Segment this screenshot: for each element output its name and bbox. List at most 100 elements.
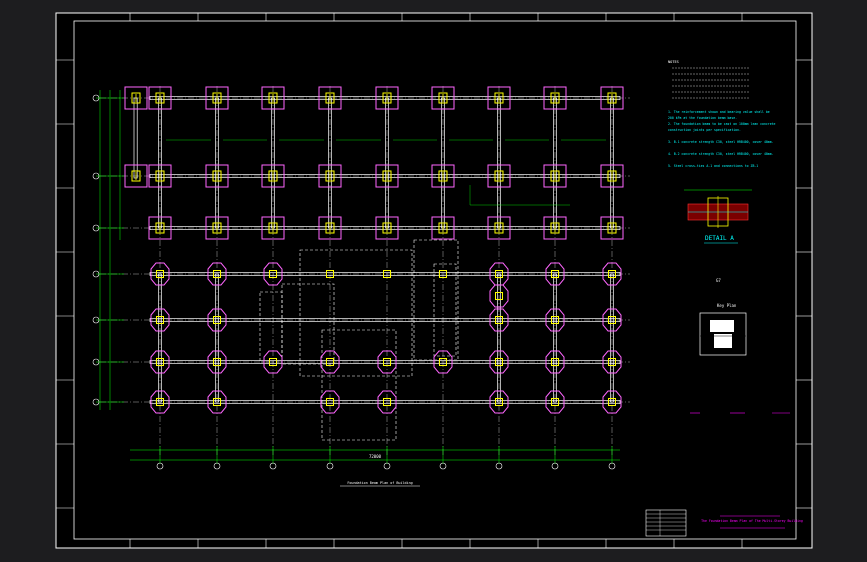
dashed-outline-group [259, 239, 459, 441]
grid-bubble [92, 94, 100, 102]
square-footing [318, 216, 342, 240]
column [269, 358, 277, 366]
square-footing [124, 86, 148, 110]
grid-bubble [269, 462, 277, 470]
column [156, 398, 164, 406]
octagonal-footing [489, 308, 509, 332]
column [326, 358, 334, 366]
beam-horizontal [149, 318, 621, 322]
beam-horizontal [149, 226, 621, 230]
octagonal-footing [489, 262, 509, 286]
square-footing [600, 86, 624, 110]
column [382, 170, 392, 182]
octagonal-footing [602, 308, 622, 332]
foundation-plan [92, 86, 630, 470]
dimension-lines [96, 90, 620, 464]
beam-horizontal [149, 272, 621, 276]
detail-a: DETAIL A G7 [684, 189, 752, 283]
dashed-outline [413, 239, 459, 361]
column [607, 92, 617, 104]
grid-bubble [495, 462, 503, 470]
grid-bubble [92, 224, 100, 232]
square-footing [148, 164, 172, 188]
column [494, 222, 504, 234]
octagonal-footing [207, 390, 227, 414]
beam-vertical [215, 273, 219, 403]
column [212, 92, 222, 104]
column [326, 270, 334, 278]
beam-vertical [610, 273, 614, 403]
octagonal-footing [150, 262, 170, 286]
octagonal-footing [433, 350, 453, 374]
column [131, 170, 141, 182]
octagonal-footing [150, 308, 170, 332]
column [383, 398, 391, 406]
octagonal-footing [320, 390, 340, 414]
detail-label: DETAIL A [705, 235, 734, 242]
border-ticks [56, 13, 812, 548]
grid-bubble [326, 462, 334, 470]
column [551, 316, 559, 324]
beam-horizontal [149, 400, 621, 404]
square-footing [124, 164, 148, 188]
key-plan-label: Key Plan [717, 303, 737, 308]
square-footing [375, 86, 399, 110]
key-plan: Key Plan [699, 303, 747, 356]
column [438, 222, 448, 234]
square-footing [318, 164, 342, 188]
column [268, 92, 278, 104]
column [325, 92, 335, 104]
column [551, 358, 559, 366]
octagonal-footing [602, 390, 622, 414]
inner-border [73, 20, 797, 540]
square-footing [487, 216, 511, 240]
grid-bubble [92, 358, 100, 366]
grid-bubble [156, 462, 164, 470]
octagonal-footing [377, 350, 397, 374]
column [495, 292, 503, 300]
square-footing [205, 164, 229, 188]
octagonal-footing [489, 284, 509, 308]
square-footing [148, 86, 172, 110]
note-5: 3. B-1 concrete strength C30, steel HRB4… [668, 140, 774, 144]
beam-horizontal [149, 360, 621, 364]
grid-bubble [92, 172, 100, 180]
octagonal-footing [489, 390, 509, 414]
drawing-title: The Foundation Beam Plan of The Multi-St… [701, 519, 803, 523]
column [325, 170, 335, 182]
column [131, 92, 141, 104]
column [607, 170, 617, 182]
column [155, 92, 165, 104]
octagonal-footing [602, 350, 622, 374]
octagonal-footing [545, 262, 565, 286]
column [608, 316, 616, 324]
beam-horizontal [149, 96, 621, 100]
column [438, 170, 448, 182]
note-2: 200 kPa at the foundation beam base. [668, 116, 737, 120]
column [325, 222, 335, 234]
square-footing [375, 164, 399, 188]
plan-caption: Foundation Beam Plan of Building [347, 481, 412, 485]
octagonal-footing [150, 350, 170, 374]
column [550, 222, 560, 234]
column [156, 270, 164, 278]
footings [124, 86, 624, 414]
column [551, 398, 559, 406]
square-footing [487, 164, 511, 188]
column [438, 92, 448, 104]
grid-bubble [551, 462, 559, 470]
note-6: 4. B-2 concrete strength C30, steel HRB4… [668, 152, 774, 156]
column [382, 92, 392, 104]
column [439, 270, 447, 278]
square-footing [148, 216, 172, 240]
square-footing [431, 216, 455, 240]
column [495, 270, 503, 278]
square-footing [261, 86, 285, 110]
revision-table [645, 509, 687, 537]
column [156, 358, 164, 366]
detail-sub-label: G7 [716, 278, 721, 283]
octagonal-footing [545, 350, 565, 374]
octagonal-footing [545, 308, 565, 332]
column [213, 270, 221, 278]
